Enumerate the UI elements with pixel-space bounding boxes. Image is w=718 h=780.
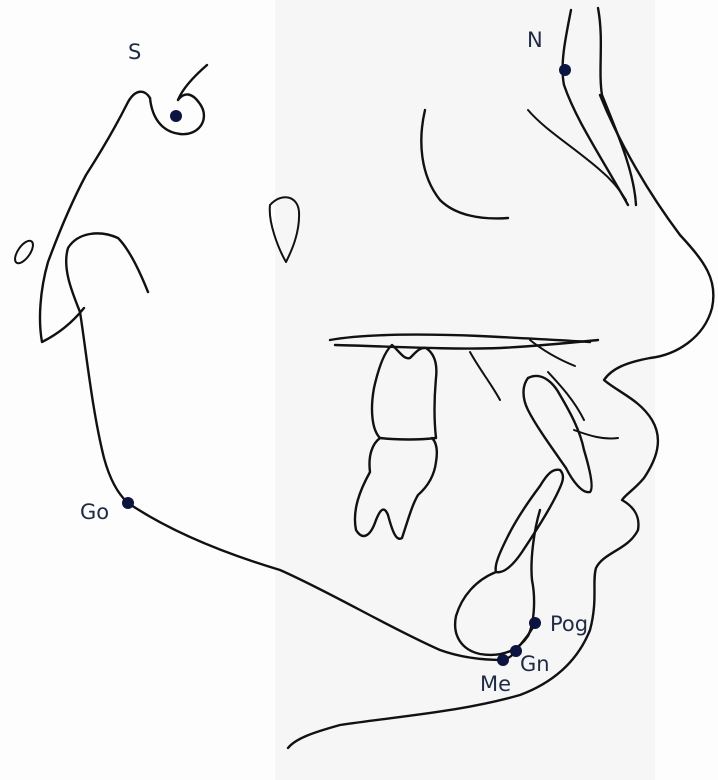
landmark-label-n: N: [527, 30, 543, 51]
landmark-label-s: S: [128, 42, 141, 63]
landmark-point-pog: [529, 617, 541, 629]
background-shade: [275, 0, 655, 780]
landmark-point-s: [170, 110, 182, 122]
landmark-label-go: Go: [80, 502, 109, 523]
landmark-point-n: [559, 64, 571, 76]
landmark-point-me: [497, 654, 509, 666]
landmark-point-go: [122, 497, 134, 509]
sella-turcica-outline: [150, 65, 207, 134]
landmark-label-gn: Gn: [520, 654, 550, 675]
landmark-label-pog: Pog: [550, 614, 588, 635]
ear-rod-outline: [12, 238, 37, 266]
skull-base-outline: [40, 92, 150, 342]
landmark-label-me: Me: [480, 674, 511, 695]
